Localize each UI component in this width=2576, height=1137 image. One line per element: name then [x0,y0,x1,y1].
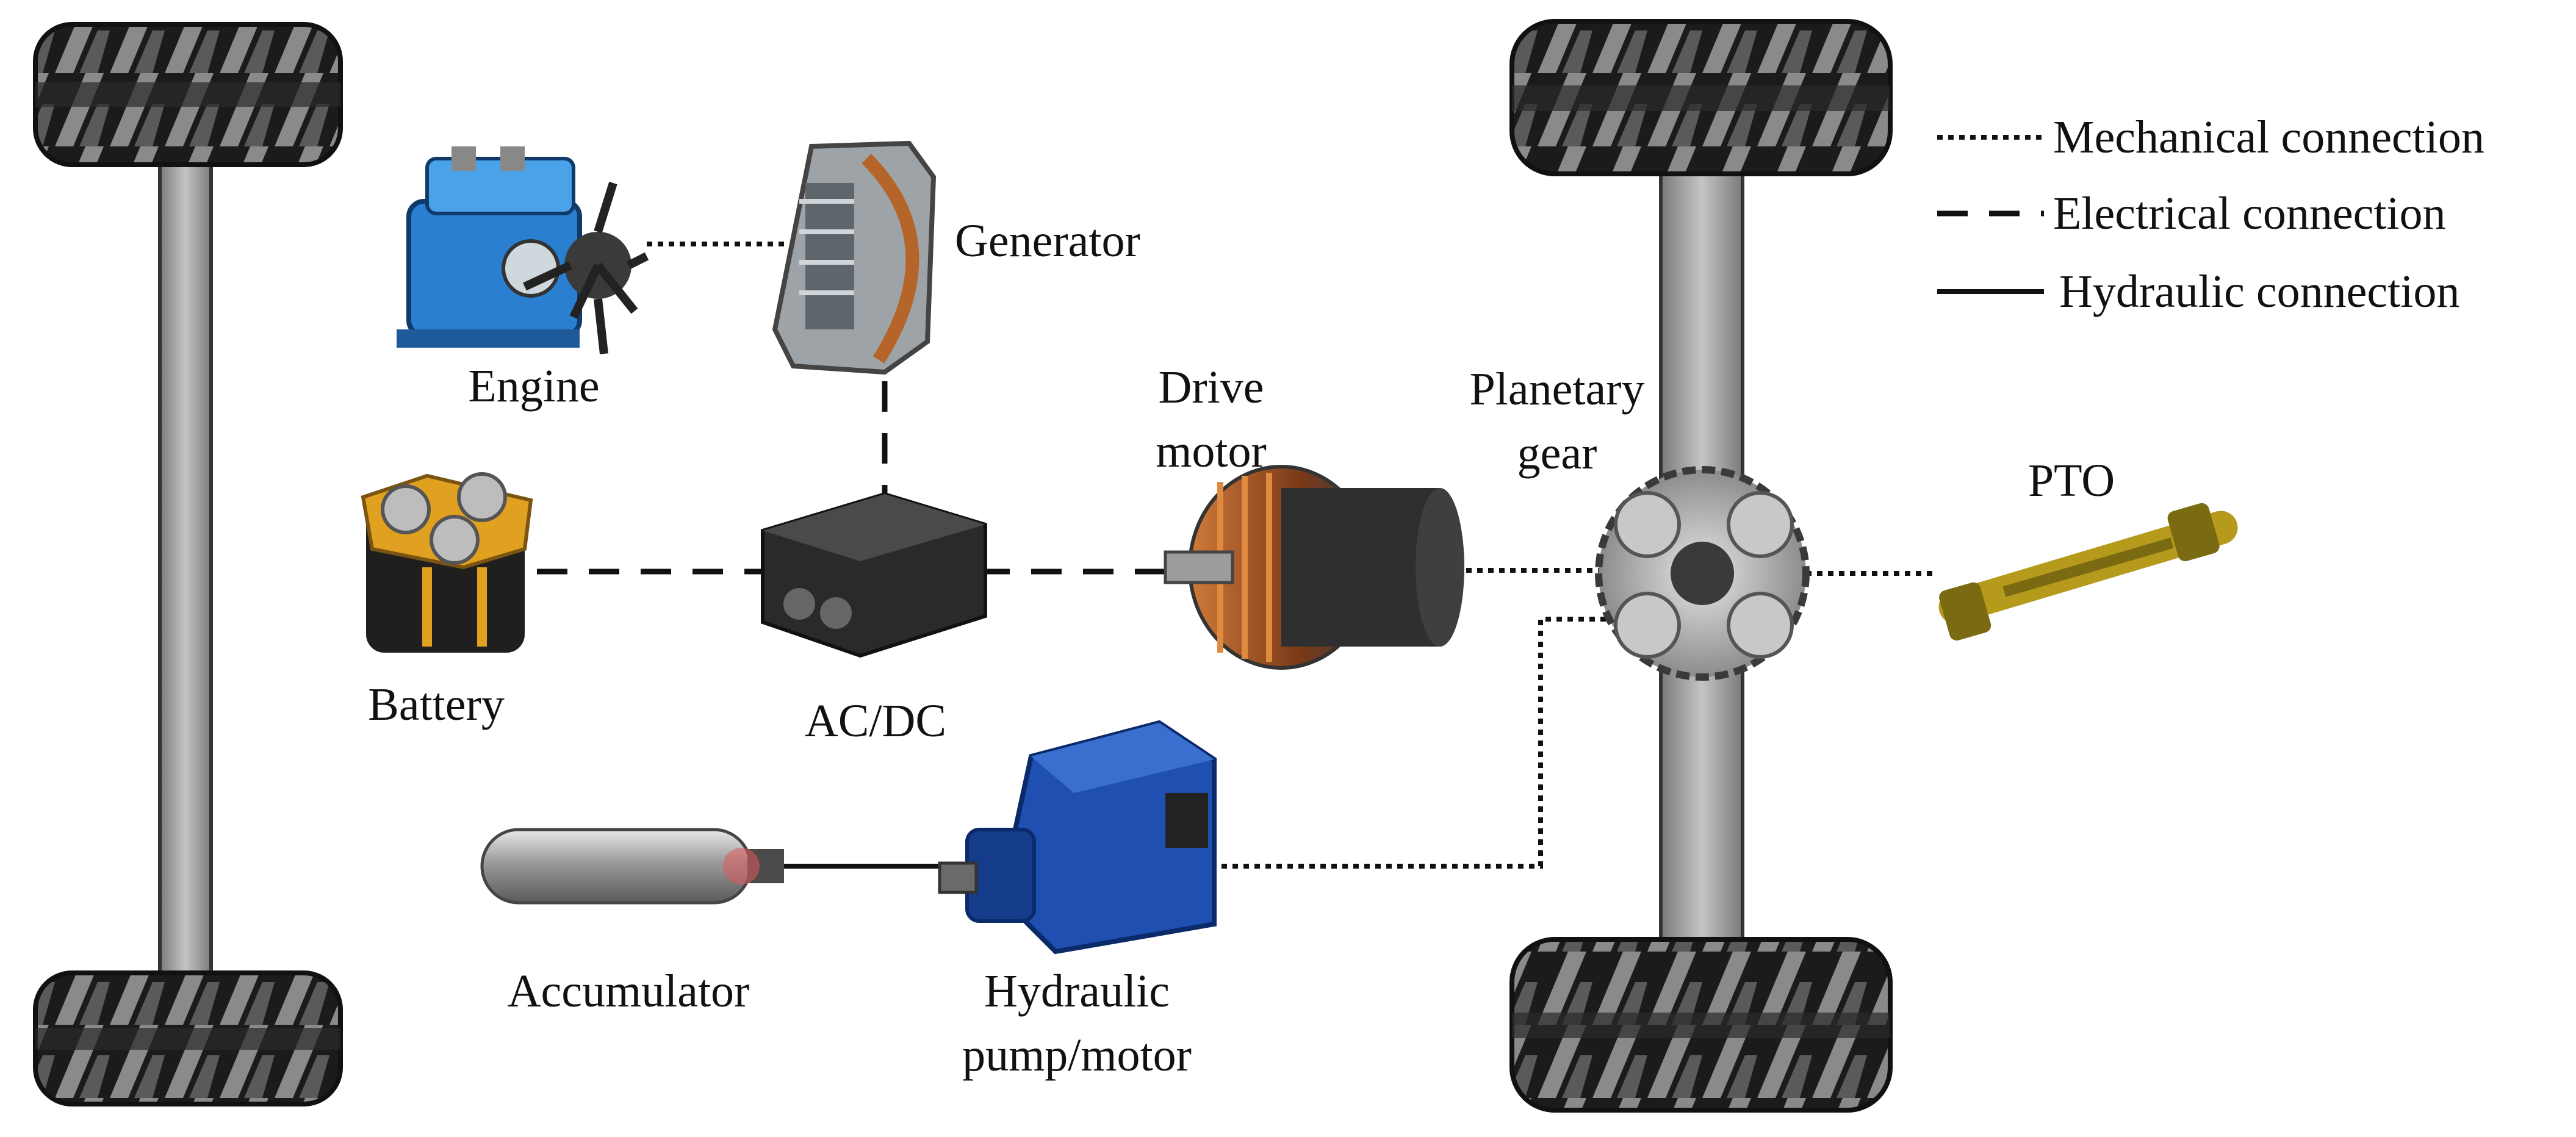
engine-label: Engine [468,360,599,412]
drive-motor-label-line1: Drive [1158,362,1264,413]
mech-planetary-pump [1221,617,1617,869]
left-axle [158,132,213,990]
connection-lines [537,242,1934,869]
hydraulic-pump-label-line1: Hydraulic [984,966,1170,1017]
tire-bottom-left-icon [33,970,343,1107]
accumulator-icon [480,828,784,905]
drive-motor-icon [1164,465,1464,670]
pto-shaft-icon [1938,503,2238,641]
engine-icon [397,146,649,354]
legend-mechanical-label: Mechanical connection [2053,112,2484,163]
battery-icon [361,472,533,653]
accumulator-label: Accumulator [508,966,750,1017]
hydraulic-pump-icon [938,720,1217,955]
tire-top-left-icon [33,22,343,167]
battery-label: Battery [368,679,505,730]
legend: Mechanical connection Electrical connect… [1937,112,2484,317]
planetary-gear-label-line2: gear [1517,428,1597,479]
legend-electrical-label: Electrical connection [2053,188,2446,239]
tire-bottom-right-icon [1509,937,1893,1113]
acdc-converter-icon [761,492,987,658]
generator-icon [772,140,937,375]
pto-label: PTO [2028,455,2115,506]
acdc-label: AC/DC [805,695,946,747]
generator-label: Generator [955,215,1140,267]
tire-top-right-icon [1509,19,1893,176]
legend-hydraulic-label: Hydraulic connection [2059,266,2459,317]
hydraulic-pump-label-line2: pump/motor [962,1030,1192,1081]
planetary-gear-icon [1595,466,1810,681]
drive-motor-label-line2: motor [1156,426,1267,477]
planetary-gear-label-line1: Planetary [1469,364,1644,415]
